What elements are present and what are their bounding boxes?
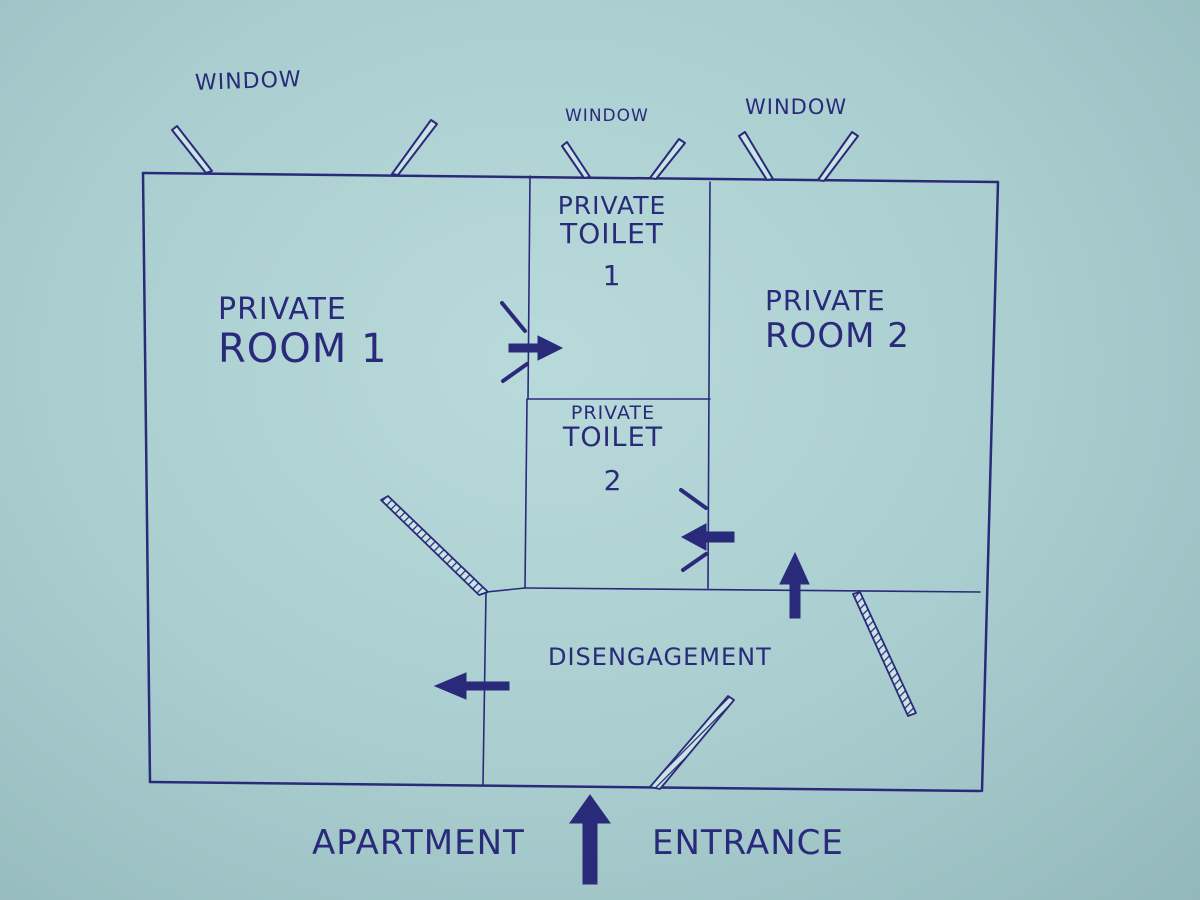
- window-marker-icon: [171, 125, 213, 174]
- disengagement-label: DISENGAGEMENT: [548, 643, 772, 671]
- room-2-line-2: ROOM 2: [765, 316, 910, 357]
- toilet-2-line-3: 2: [603, 464, 623, 498]
- arrows: [433, 335, 810, 885]
- interior-walls: [482, 175, 981, 785]
- window-markers: [171, 119, 859, 182]
- east-wall: [980, 180, 1000, 793]
- wall-toilets-room2: [707, 181, 711, 589]
- door-ticks: [500, 301, 708, 572]
- toilet-1-line-1: PRIVATE: [557, 191, 667, 220]
- window-marker-icon: [817, 131, 859, 182]
- arrow-icon: [569, 794, 611, 885]
- window-marker-icon: [738, 131, 774, 181]
- room-1-line-2: ROOM 1: [218, 325, 388, 372]
- window-marker-icon: [649, 138, 686, 180]
- toilet-1-line-2: TOILET: [560, 217, 664, 251]
- window-marker-icon: [561, 141, 591, 179]
- wall-room1-toilet2: [524, 398, 528, 589]
- wall-corner-link: [485, 587, 526, 593]
- arrow-icon: [433, 672, 510, 700]
- door-swing-icon: [380, 495, 489, 596]
- door-swings: [380, 495, 917, 790]
- wall-room1-toilet1: [527, 175, 531, 400]
- arrow-icon: [779, 551, 810, 619]
- toilet-2-line-2: TOILET: [562, 421, 664, 453]
- entrance-label-entrance: ENTRANCE: [652, 823, 844, 863]
- door-tick-toilet2-top: [679, 488, 708, 510]
- door-tick-toilet1-bottom: [501, 362, 529, 383]
- outer-walls: [141, 171, 1000, 793]
- private-toilet-1-label: PRIVATE TOILET 1: [542, 191, 682, 292]
- door-swing-icon: [649, 695, 735, 790]
- private-toilet-2-label: PRIVATE TOILET 2: [548, 402, 678, 498]
- window-label-3: WINDOW: [745, 95, 848, 119]
- door-swing-icon: [852, 591, 917, 717]
- private-room-1-label: PRIVATE ROOM 1: [218, 294, 387, 370]
- window-label-1: WINDOW: [194, 67, 303, 96]
- north-wall: [141, 171, 1000, 184]
- toilet-1-line-3: 1: [602, 258, 622, 292]
- west-wall: [141, 171, 152, 784]
- private-room-2-label: PRIVATE ROOM 2: [765, 286, 910, 355]
- door-tick-toilet1-top: [500, 301, 527, 333]
- south-wall: [148, 780, 982, 793]
- room-2-line-1: PRIVATE: [765, 284, 886, 317]
- arrow-icon: [508, 335, 564, 361]
- room-1-line-1: PRIVATE: [218, 292, 347, 327]
- toilet-2-line-1: PRIVATE: [570, 402, 656, 424]
- arrow-icon: [680, 523, 735, 551]
- window-label-2: WINDOW: [565, 106, 649, 126]
- door-tick-toilet2-bottom: [681, 552, 708, 572]
- window-marker-icon: [391, 119, 438, 176]
- entrance-label-apartment: APARTMENT: [312, 823, 525, 863]
- wall-disengagement-top: [524, 587, 981, 593]
